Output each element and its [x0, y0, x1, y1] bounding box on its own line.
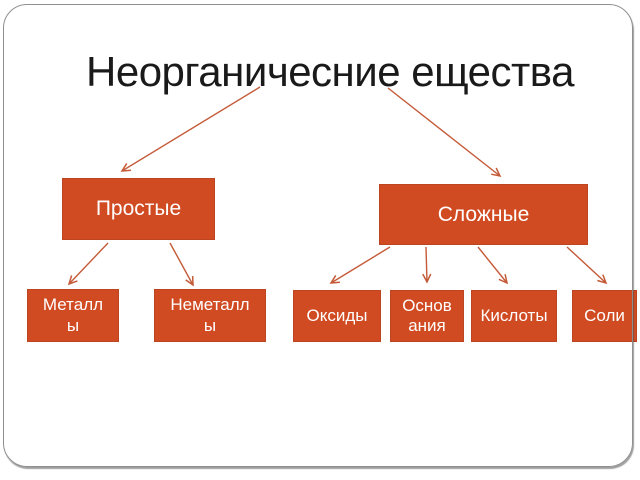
node-prostye: Простые	[62, 178, 215, 240]
node-kisloty: Кислоты	[471, 290, 557, 342]
node-nemetally: Неметалл ы	[154, 289, 266, 342]
node-nemetally-label: Неметалл ы	[170, 295, 250, 335]
node-slozhnye: Сложные	[379, 184, 588, 245]
node-soli: Соли	[572, 290, 637, 342]
node-metally-label: Металл ы	[42, 295, 104, 335]
node-oksidy: Оксиды	[293, 290, 381, 342]
node-oksidy-label: Оксиды	[306, 305, 368, 325]
node-osnovaniya: Основ ания	[390, 290, 464, 342]
node-metally: Металл ы	[27, 289, 119, 342]
node-soli-label: Соли	[584, 305, 625, 325]
node-kisloty-label: Кислоты	[480, 305, 548, 325]
node-osnovaniya-label: Основ ания	[402, 295, 452, 335]
node-slozhnye-label: Сложные	[437, 202, 530, 226]
slide-title: Неорганичесние ещества	[86, 48, 574, 95]
node-prostye-label: Простые	[95, 197, 182, 221]
